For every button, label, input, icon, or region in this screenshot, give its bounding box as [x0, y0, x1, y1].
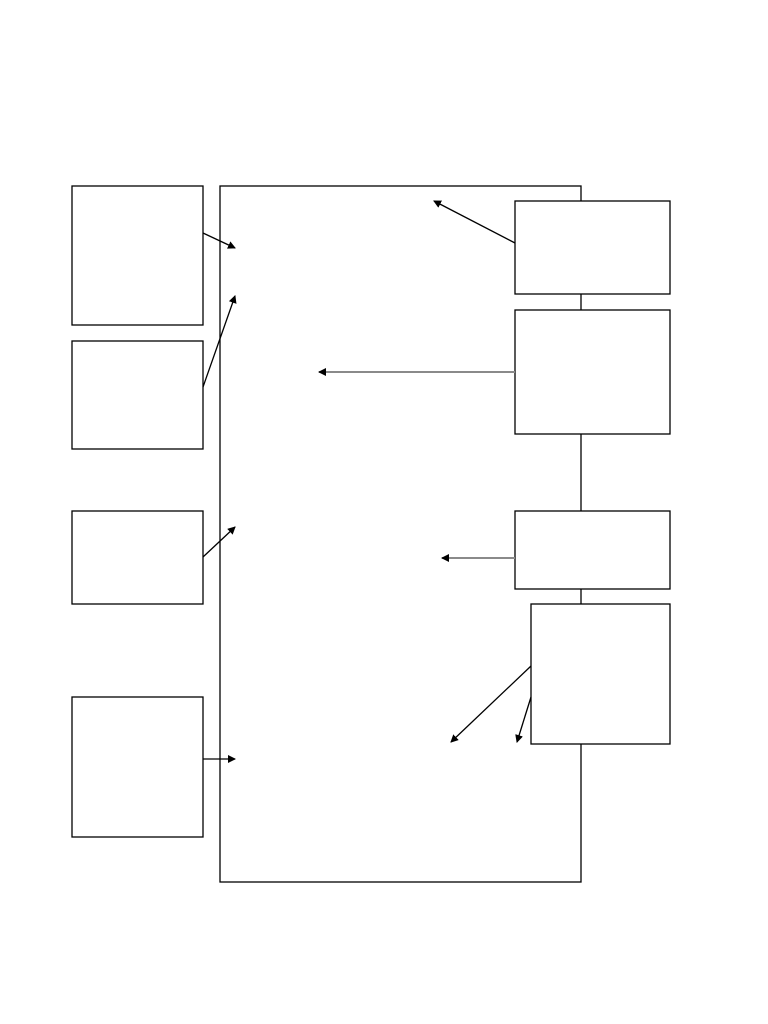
left-callout-box-4 — [71, 696, 204, 838]
right-callout-box-2 — [514, 309, 671, 435]
left-callout-box-3 — [71, 510, 204, 605]
left-callout-box-1 — [71, 185, 204, 326]
right-arrow-4b — [515, 696, 532, 743]
right-arrow-1 — [433, 200, 516, 244]
right-callout-box-3 — [514, 510, 671, 590]
left-arrow-2 — [202, 295, 237, 388]
right-callout-box-4 — [530, 603, 671, 745]
right-callout-box-1 — [514, 200, 671, 295]
left-arrow-3 — [202, 526, 236, 558]
right-arrow-4a — [450, 665, 532, 743]
left-callout-box-2 — [71, 340, 204, 450]
left-arrow-1 — [202, 232, 236, 249]
